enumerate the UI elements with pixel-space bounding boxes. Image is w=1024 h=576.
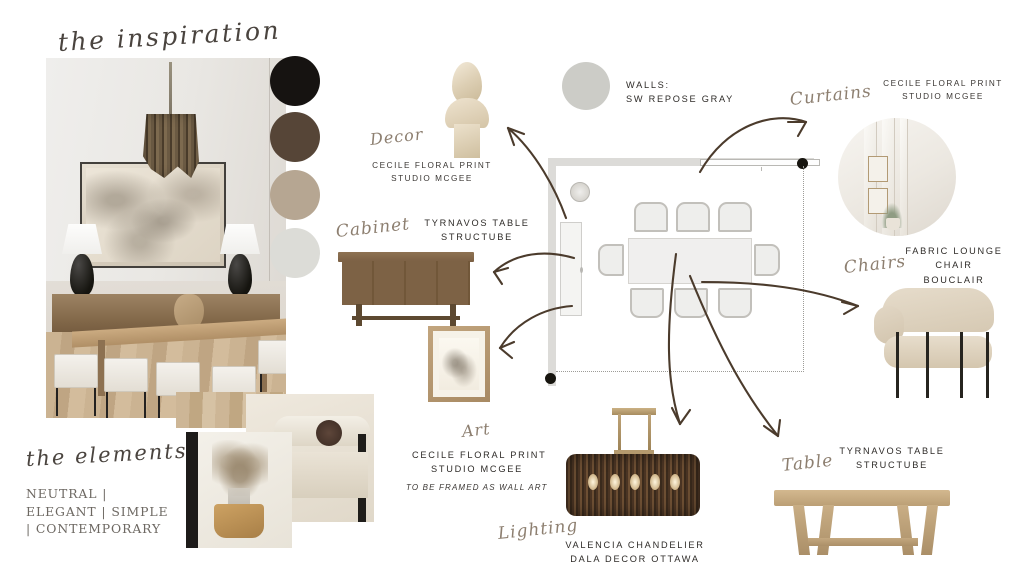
cabinet-caption-line2: STRUCTUBE xyxy=(441,232,513,243)
palette-swatch-light-gray xyxy=(270,228,320,278)
art-caption-line1: CECILE FLORAL PRINT xyxy=(412,450,547,460)
palette-swatch-dark-brown xyxy=(270,112,320,162)
cabinet-script-label: Cabinet xyxy=(334,214,411,242)
decor-caption: CECILE FLORAL PRINT STUDIO MCGEE xyxy=(362,160,502,185)
photo-table-lamp-right xyxy=(218,224,262,312)
curtains-script-label: Curtains xyxy=(788,81,873,110)
inspiration-heading: the inspiration xyxy=(57,15,282,57)
floor-plan xyxy=(545,158,822,394)
floor-plan-accent xyxy=(570,182,590,202)
curtains-photo xyxy=(838,118,956,236)
decor-script-label: Decor xyxy=(369,124,425,149)
art-caption-line2: STUDIO MCGEE xyxy=(431,464,523,475)
photo-wall-art xyxy=(80,162,226,268)
inspiration-room-photo xyxy=(46,58,286,418)
lighting-caption-line2: DALA DECOR OTTAWA xyxy=(570,554,700,565)
lounge-chair-product-photo xyxy=(874,288,998,398)
elements-heading: the elements xyxy=(25,438,189,471)
walls-caption: WALLS: SW REPOSE GRAY xyxy=(626,78,734,107)
decor-caption-line1: CECILE FLORAL PRINT xyxy=(372,161,492,170)
dining-table-product-photo xyxy=(774,486,950,562)
art-note: TO BE FRAMED AS WALL ART xyxy=(406,482,546,494)
table-caption-line2: STRUCTUBE xyxy=(856,460,928,471)
walls-color-swatch xyxy=(562,62,610,110)
art-note-text: TO BE FRAMED AS WALL ART xyxy=(406,483,548,492)
decor-bust-sculpture xyxy=(444,62,490,158)
art-script-label: Art xyxy=(461,419,492,441)
palette-swatch-black xyxy=(270,56,320,106)
lighting-chandelier-photo xyxy=(566,408,700,520)
cabinet-caption-line1: TYRNAVOS TABLE xyxy=(424,218,530,228)
photo-table-lamp-left xyxy=(60,224,104,312)
chairs-caption: FABRIC LOUNGE CHAIR BOUCLAIR xyxy=(886,244,1022,287)
curtains-caption-line2: STUDIO MCGEE xyxy=(902,91,984,101)
floor-plan-sideboard xyxy=(560,222,583,316)
cabinet-product-photo xyxy=(338,252,474,328)
lighting-caption: VALENCIA CHANDELIER DALA DECOR OTTAWA xyxy=(560,538,710,567)
walls-color-name: SW REPOSE GRAY xyxy=(626,94,735,105)
art-framed-print xyxy=(428,326,490,402)
floor-plan-dining-table xyxy=(628,238,752,284)
palette-swatch-taupe xyxy=(270,170,320,220)
art-caption: CECILE FLORAL PRINT STUDIO MCGEE xyxy=(412,448,547,477)
lighting-caption-line1: VALENCIA CHANDELIER xyxy=(565,540,705,550)
collage-dried-floral-photo xyxy=(186,432,292,548)
cabinet-caption: TYRNAVOS TABLE STRUCTUBE xyxy=(412,216,542,245)
decor-caption-line2: STUDIO MCGEE xyxy=(391,173,473,183)
photo-vase xyxy=(174,294,204,328)
elements-keywords: NEUTRAL | ELEGANT | SIMPLE | CONTEMPORAR… xyxy=(26,486,169,537)
chairs-caption-line1: FABRIC LOUNGE xyxy=(905,246,1003,256)
table-caption-line1: TYRNAVOS TABLE xyxy=(839,446,945,456)
photo-chandelier xyxy=(140,62,202,188)
chairs-caption-line2: CHAIR xyxy=(935,260,973,271)
curtains-caption: CECILE FLORAL PRINT STUDIO MCGEE xyxy=(868,78,1018,103)
chairs-caption-line3: BOUCLAIR xyxy=(923,274,985,285)
table-caption: TYRNAVOS TABLE STRUCTUBE xyxy=(824,444,960,473)
curtains-caption-line1: CECILE FLORAL PRINT xyxy=(883,79,1003,88)
walls-label: WALLS: xyxy=(626,80,670,90)
